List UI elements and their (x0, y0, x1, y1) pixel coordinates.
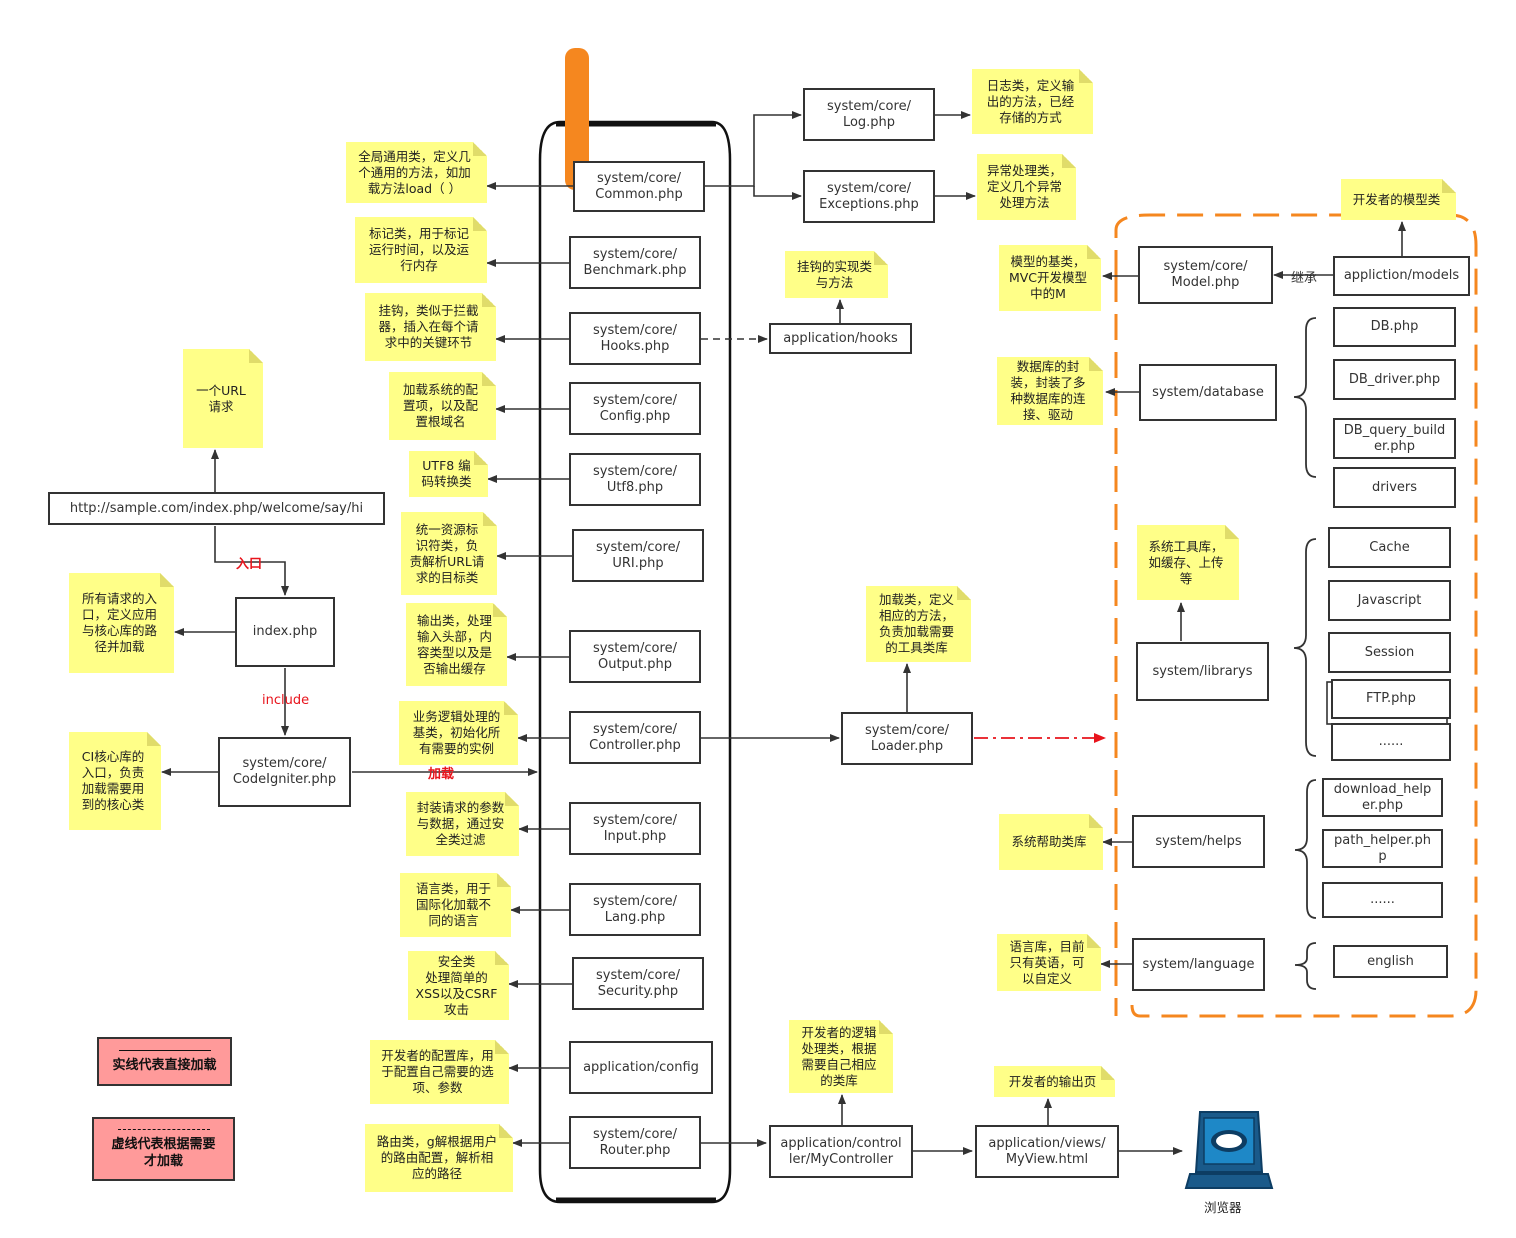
helps-note: 系统帮助类库 (999, 814, 1103, 870)
index-php-box: index.php (235, 597, 335, 667)
librarys-note: 系统工具库， 如缓存、上传 等 (1137, 525, 1239, 600)
model-note: 模型的基类， MVC开发模型 中的M (999, 245, 1101, 311)
core-uri-note: 统一资源标 识符类，负 责解析URL请 求的目标类 (401, 512, 497, 595)
core-output-box: system/core/ Output.php (569, 630, 701, 683)
core-router-note: 路由类，g解根据用户 的路由配置，解析相 应的路径 (365, 1124, 513, 1192)
core-common-note: 全局通用类，定义几 个通用的方法，如加 载方法load（ ） (346, 142, 487, 203)
database-brace (1293, 317, 1317, 478)
exceptions-note: 异常处理类， 定义几个异常 处理方法 (977, 154, 1076, 220)
help-item-more: ...... (1322, 882, 1443, 918)
legend-dashed-line (117, 1128, 210, 1130)
legend-solid: 实线代表直接加载 (97, 1037, 232, 1086)
language-note: 语言库，目前 只有英语，可 以自定义 (997, 934, 1101, 991)
legend-solid-line (118, 1049, 211, 1051)
core-utf8-note: UTF8 编 码转换类 (409, 451, 488, 497)
core-app-config-box: application/config (569, 1041, 713, 1094)
model-box: system/core/ Model.php (1138, 246, 1273, 304)
core-uri-box: system/core/ URI.php (572, 529, 704, 582)
core-input-box: system/core/ Input.php (569, 802, 701, 855)
lib-item-cache: Cache (1328, 527, 1451, 568)
core-common-box: system/core/ Common.php (573, 161, 705, 212)
database-box: system/database (1139, 364, 1277, 421)
browser-label: 浏览器 (1204, 1200, 1242, 1215)
core-lang-box: system/core/ Lang.php (569, 883, 701, 936)
core-app-config-note: 开发者的配置库，用 于配置自己需要的选 项、参数 (370, 1040, 509, 1104)
lib-item-javascript: Javascript (1328, 580, 1451, 621)
lib-item-more: ...... (1331, 723, 1451, 761)
codeigniter-note: CI核心库的 入口，负责 加载需要用 到的核心类 (69, 732, 161, 830)
include-label: include (262, 693, 310, 708)
core-lang-note: 语言类，用于 国际化加载不 同的语言 (400, 873, 511, 937)
log-box: system/core/ Log.php (803, 88, 935, 141)
librarys-box: system/librarys (1136, 642, 1269, 701)
core-config-box: system/core/ Config.php (569, 382, 701, 435)
core-benchmark-box: system/core/ Benchmark.php (569, 236, 701, 289)
index-note: 所有请求的入 口，定义应用 与核心库的路 径并加载 (69, 573, 174, 673)
core-controller-box: system/core/ Controller.php (569, 711, 701, 764)
db-item-driver: DB_driver.php (1333, 359, 1456, 400)
language-box: system/language (1132, 938, 1265, 991)
db-item-query-builder: DB_query_build er.php (1333, 418, 1456, 459)
core-bus-marker (565, 48, 589, 190)
database-note: 数据库的封 装，封装了多 种数据库的连 接、驱动 (997, 357, 1103, 425)
core-controller-note: 业务逻辑处理的 基类，初始化所 有需要的实例 (399, 701, 518, 765)
url-request-box: http://sample.com/index.php/welcome/say/… (48, 492, 385, 525)
core-hooks-note: 挂钩，类似于拦截 器，插入在每个请 求中的关键环节 (365, 293, 496, 361)
db-item-drivers: drivers (1333, 467, 1456, 508)
my-controller-box: application/control ler/MyController (769, 1125, 913, 1178)
helps-box: system/helps (1132, 815, 1265, 868)
core-router-box: system/core/ Router.php (569, 1116, 701, 1169)
core-input-note: 封装请求的参数 与数据，通过安 全类过滤 (406, 792, 519, 856)
hooks-app-note: 挂钩的实现类 与方法 (785, 251, 888, 298)
loader-box: system/core/ Loader.php (841, 712, 973, 765)
language-brace (1294, 942, 1317, 990)
librarys-brace (1293, 538, 1317, 757)
core-output-note: 输出类，处理 输入头部，内 容类型以及是 否输出缓存 (406, 603, 507, 686)
core-benchmark-note: 标记类，用于标记 运行时间，以及运 行内存 (355, 217, 487, 283)
app-models-note: 开发者的模型类 (1341, 179, 1456, 220)
db-item-db: DB.php (1333, 307, 1456, 347)
my-view-note: 开发者的输出页 (994, 1066, 1115, 1097)
app-models-box: appliction/models (1333, 256, 1470, 296)
core-security-note: 安全类 处理简单的 XSS以及CSRF 攻击 (408, 951, 509, 1020)
help-item-path: path_helper.ph p (1322, 829, 1443, 868)
extension-region (1114, 213, 1478, 1018)
inherit-label: 继承 (1291, 271, 1318, 286)
my-controller-note: 开发者的逻辑 处理类，根据 需要自己相应 的类库 (789, 1020, 893, 1093)
computer-monitor-icon (1184, 1111, 1274, 1189)
language-item-english: english (1333, 945, 1448, 978)
my-view-box: application/views/ MyView.html (975, 1125, 1119, 1178)
entry-label: 入口 (236, 557, 263, 572)
lib-item-session: Session (1328, 632, 1451, 673)
core-security-box: system/core/ Security.php (572, 957, 704, 1010)
exceptions-box: system/core/ Exceptions.php (803, 170, 935, 223)
lib-item-ftp: FTP.php (1331, 679, 1451, 719)
hooks-app-box: application/hooks (769, 323, 912, 354)
core-utf8-box: system/core/ Utf8.php (569, 453, 701, 506)
core-config-note: 加载系统的配 置项，以及配 置根域名 (389, 372, 496, 440)
helps-brace (1294, 779, 1317, 919)
codeigniter-php-box: system/core/ CodeIgniter.php (218, 737, 351, 807)
loader-note: 加载类，定义 相应的方法， 负责加载需要 的工具类库 (866, 586, 971, 662)
help-item-download: download_help er.php (1322, 778, 1443, 817)
log-note: 日志类，定义输 出的方法，已经 存储的方式 (972, 69, 1093, 134)
core-hooks-box: system/core/ Hooks.php (569, 312, 701, 365)
legend-dashed: 虚线代表根据需要 才加载 (92, 1117, 235, 1181)
load-label: 加载 (428, 767, 455, 782)
url-note: 一个URL 请求 (183, 349, 263, 448)
